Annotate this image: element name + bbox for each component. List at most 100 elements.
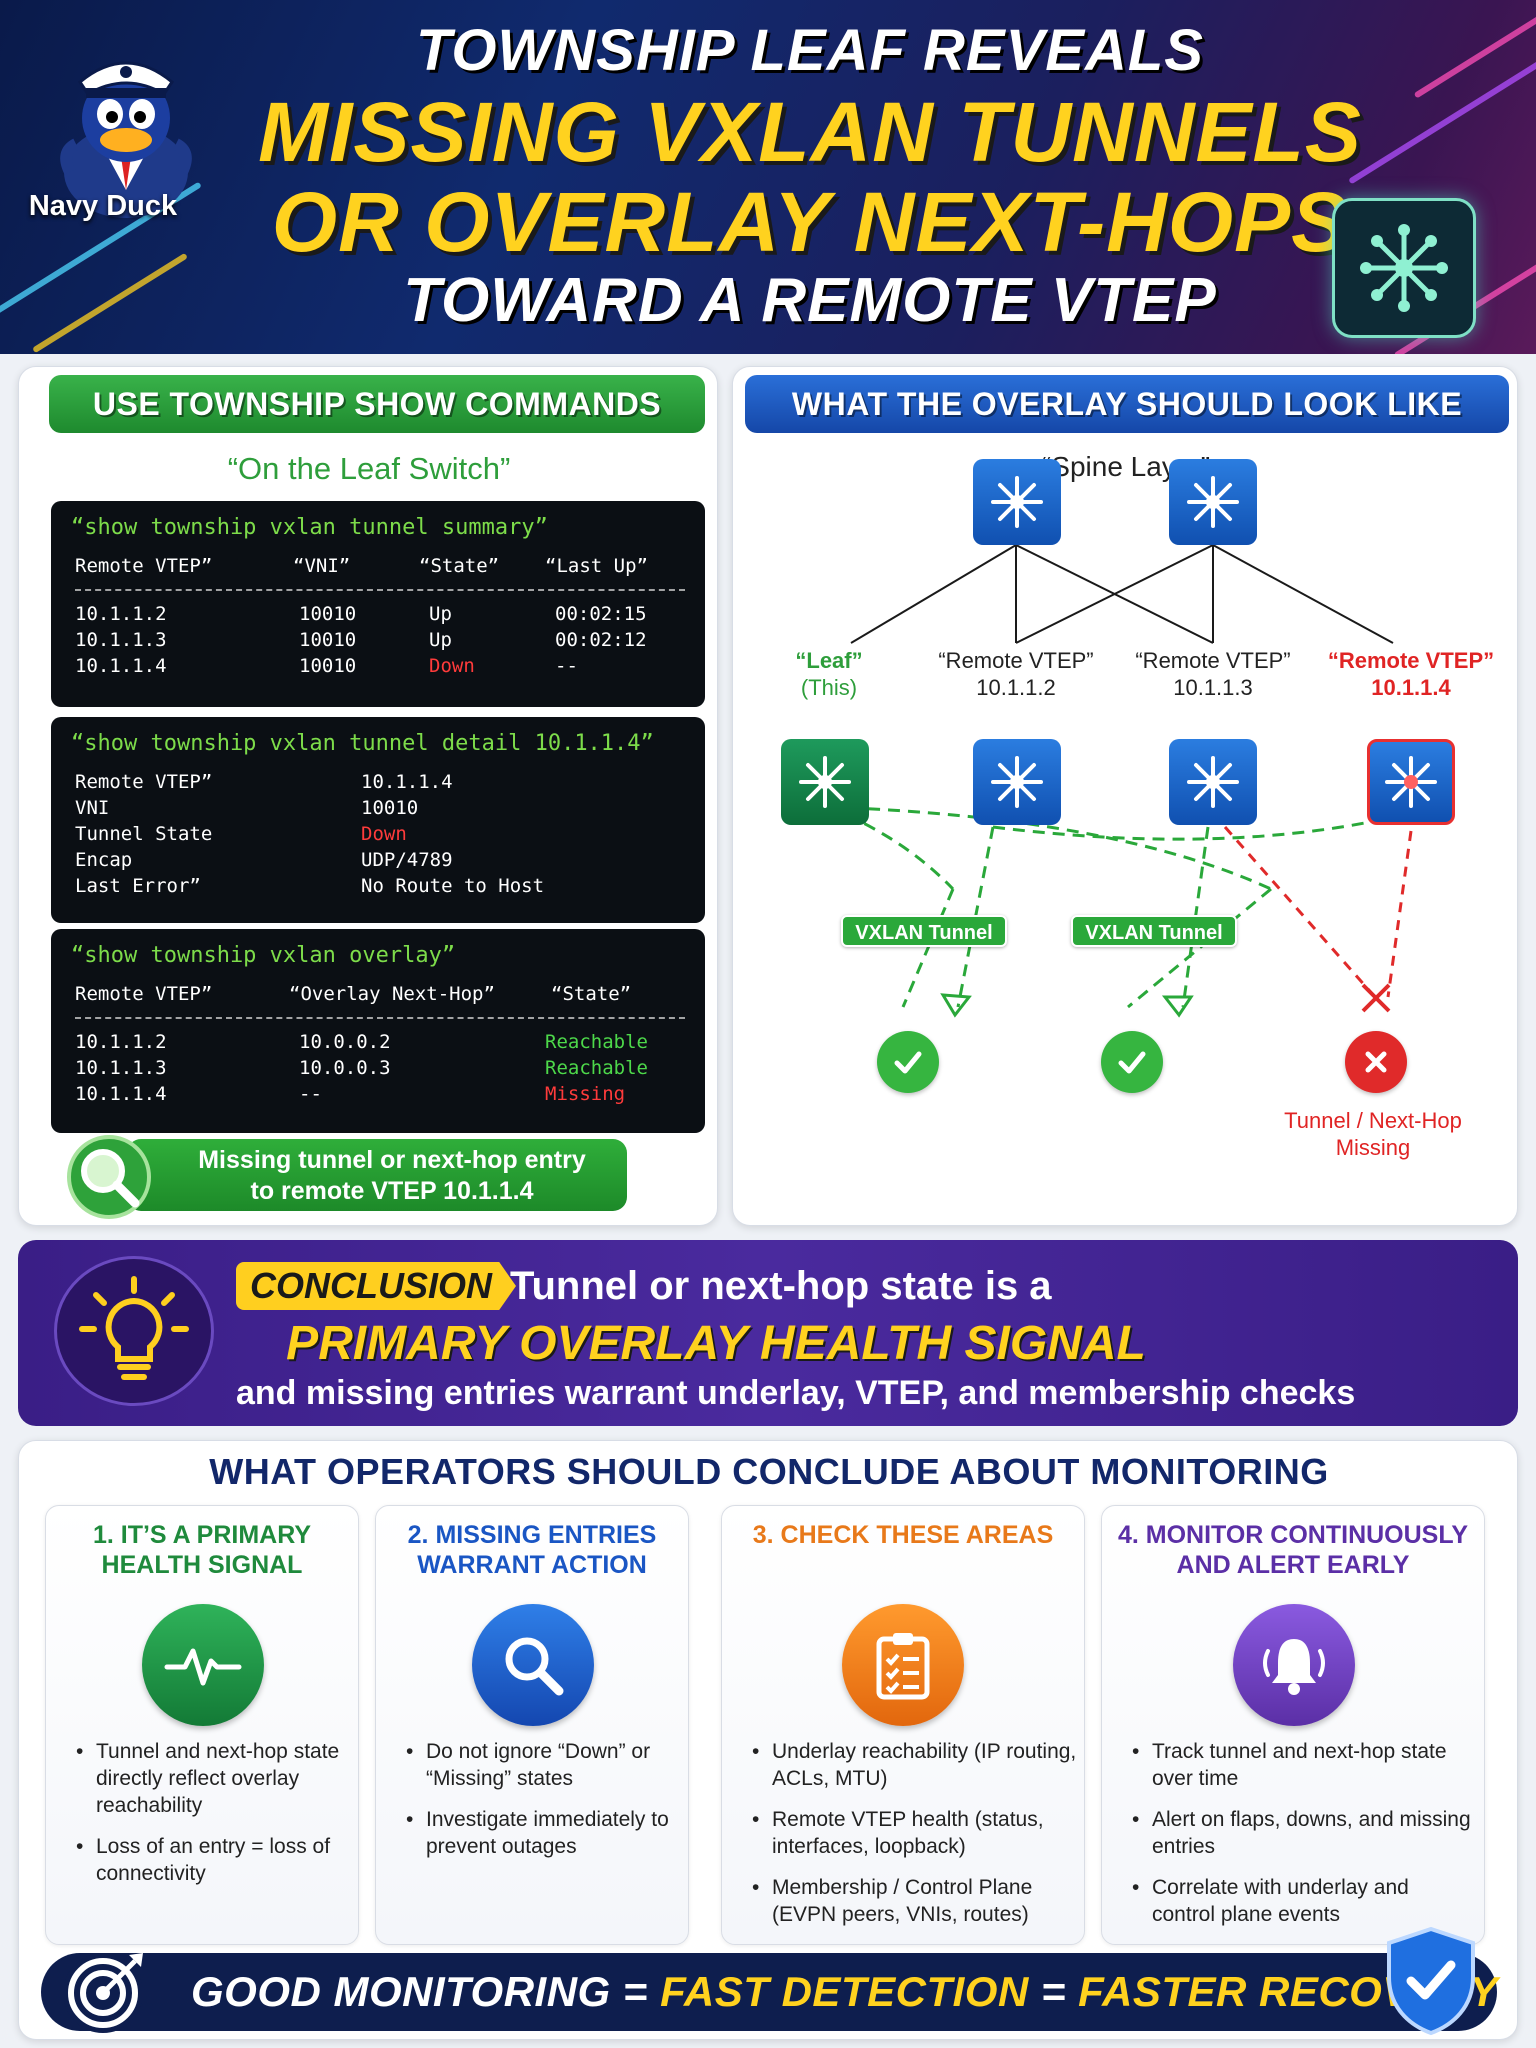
state-down-cell: Down [429, 655, 475, 677]
footer-part-2: FAST DETECTION [660, 1968, 1029, 2015]
headline-line-2: MISSING VXLAN TUNNELS [258, 85, 1362, 179]
monitoring-card-4: 4. MONITOR CONTINUOUSLY AND ALERT EARLY … [1101, 1505, 1485, 1945]
callout-line-1: Missing tunnel or next-hop entry [198, 1146, 586, 1174]
list-item: Track tunnel and next-hop state over tim… [1130, 1738, 1476, 1792]
table-cell: -- [299, 1083, 322, 1105]
column-header: “Overlay Next-Hop” [289, 983, 495, 1005]
list-item: Tunnel and next-hop state directly refle… [74, 1738, 356, 1819]
divider [75, 589, 685, 591]
vtep-ip: 10.1.1.3 [1173, 675, 1253, 700]
clipboard-checklist-icon [842, 1604, 964, 1726]
card-title-line: 1. IT’S A PRIMARY [92, 1521, 312, 1549]
table-cell: 10.1.1.3 [75, 1057, 167, 1079]
state-missing-cell: Missing [545, 1083, 626, 1105]
monitoring-card-1: 1. IT’S A PRIMARY HEALTH SIGNAL Tunnel a… [45, 1505, 359, 1945]
vtep-name: “Remote VTEP” [1135, 648, 1291, 673]
monitoring-title: WHAT OPERATORS SHOULD CONCLUDE ABOUT MON… [209, 1451, 1329, 1492]
check-icon [1101, 1031, 1163, 1093]
headline-line-3: OR OVERLAY NEXT-HOPS [271, 175, 1349, 269]
table-cell: -- [555, 655, 578, 677]
detail-value: 10.1.1.4 [361, 771, 453, 793]
detail-key: Remote VTEP” [75, 771, 213, 793]
remote-vtep-label-1: “Remote VTEP” 10.1.1.2 [916, 647, 1116, 701]
callout-line-2: to remote VTEP 10.1.1.4 [250, 1177, 534, 1205]
card-title-line: 4. MONITOR CONTINUOUSLY [1117, 1521, 1469, 1549]
column-header: “State” [551, 983, 632, 1005]
leaf-label-line-2: (This) [800, 675, 858, 700]
headline-line-4: TOWARD A REMOTE VTEP [403, 266, 1217, 335]
state-reachable-cell: Reachable [545, 1057, 648, 1079]
list-item: Membership / Control Plane (EVPN peers, … [750, 1874, 1086, 1928]
list-item: Investigate immediately to prevent outag… [404, 1806, 686, 1860]
list-item: Loss of an entry = loss of connectivity [74, 1833, 356, 1887]
card-title-line: HEALTH SIGNAL [101, 1551, 303, 1579]
list-item: Correlate with underlay and control plan… [1130, 1874, 1476, 1928]
overlay-terminal: “show township vxlan overlay” Remote VTE… [51, 929, 705, 1133]
card-bullets: Do not ignore “Down” or “Missing” states… [404, 1738, 686, 1874]
show-commands-banner: USE TOWNSHIP SHOW COMMANDS [49, 375, 705, 433]
detail-key: VNI [75, 797, 110, 819]
detail-value: 10010 [361, 797, 419, 819]
overlay-topology-diagram: “Spine Layer” [733, 437, 1519, 1217]
spine-switch-1 [973, 459, 1061, 545]
brand-name: Navy Duck [28, 190, 178, 222]
table-cell: 10.1.1.3 [75, 629, 167, 651]
vtep-name: “Remote VTEP” [1327, 648, 1495, 673]
list-item: Do not ignore “Down” or “Missing” states [404, 1738, 686, 1792]
list-item: Underlay reachability (IP routing, ACLs,… [750, 1738, 1086, 1792]
column-header: Remote VTEP” [75, 983, 213, 1005]
remote-vtep-node-1 [973, 739, 1061, 825]
card-title: 3. CHECK THESE AREAS [722, 1520, 1084, 1550]
headline-line-1: TOWNSHIP LEAF REVEALS [416, 18, 1204, 83]
network-hub-icon [1332, 198, 1476, 338]
column-header: “Last Up” [545, 555, 648, 577]
vtep-name: “Remote VTEP” [938, 648, 1094, 673]
card-title-line: 2. MISSING ENTRIES [407, 1521, 657, 1549]
card-title: 4. MONITOR CONTINUOUSLY AND ALERT EARLY [1102, 1520, 1484, 1580]
missing-entry-callout: Missing tunnel or next-hop entry to remo… [67, 1135, 627, 1219]
target-icon [63, 1953, 143, 2033]
table-cell: 00:02:15 [555, 603, 647, 625]
monitoring-card-3: 3. CHECK THESE AREAS Underlay reachabili… [721, 1505, 1085, 1945]
missing-label-line-1: Tunnel / Next-Hop [1284, 1108, 1462, 1133]
lightbulb-icon [54, 1256, 214, 1406]
card-bullets: Track tunnel and next-hop state over tim… [1130, 1738, 1476, 1942]
state-reachable-cell: Reachable [545, 1031, 648, 1053]
table-cell: 10010 [299, 655, 357, 677]
remote-vtep-node-2 [1169, 739, 1257, 825]
heartbeat-icon [142, 1604, 264, 1726]
vxlan-tunnel-badge-2: VXLAN Tunnel [1071, 915, 1237, 947]
detail-key: Encap [75, 849, 133, 871]
column-header: “State” [419, 555, 500, 577]
tunnel-detail-command: “show township vxlan tunnel detail 10.1.… [71, 731, 654, 756]
table-cell: 00:02:12 [555, 629, 647, 651]
detail-key: Tunnel State [75, 823, 213, 845]
conclusion-line-1: Tunnel or next-hop state is a [510, 1264, 1052, 1308]
header-banner: Navy Duck TOWNSHIP LEAF REVEALS MISSING … [0, 0, 1536, 354]
navy-duck-logo [60, 61, 192, 218]
footer-part-3: = [1028, 1968, 1079, 2015]
overlay-command: “show township vxlan overlay” [71, 943, 456, 968]
overlay-diagram-banner: WHAT THE OVERLAY SHOULD LOOK LIKE [745, 375, 1509, 433]
card-title: 2. MISSING ENTRIES WARRANT ACTION [376, 1520, 688, 1580]
vtep-ip: 10.1.1.4 [1371, 675, 1451, 700]
card-title-line: 3. CHECK THESE AREAS [752, 1521, 1054, 1549]
list-item: Alert on flaps, downs, and missing entri… [1130, 1806, 1476, 1860]
cross-icon [1345, 1031, 1407, 1093]
card-bullets: Tunnel and next-hop state directly refle… [74, 1738, 356, 1901]
shield-check-icon [1387, 1926, 1475, 2036]
remote-vtep-label-2: “Remote VTEP” 10.1.1.3 [1113, 647, 1313, 701]
column-header: Remote VTEP” [75, 555, 213, 577]
table-cell: 10.0.0.3 [299, 1057, 391, 1079]
show-commands-panel: USE TOWNSHIP SHOW COMMANDS “On the Leaf … [18, 366, 718, 1226]
conclusion-line-2: PRIMARY OVERLAY HEALTH SIGNAL [286, 1317, 1146, 1370]
remote-vtep-node-3 [1367, 739, 1455, 825]
magnifier-icon [67, 1135, 151, 1219]
check-icon [877, 1031, 939, 1093]
column-header: “VNI” [293, 555, 351, 577]
missing-entry-pill: Missing tunnel or next-hop entry to remo… [127, 1139, 627, 1211]
vxlan-tunnel-badge-1: VXLAN Tunnel [841, 915, 1007, 947]
conclusion-line-3: and missing entries warrant underlay, VT… [236, 1374, 1356, 1412]
missing-label-line-2: Missing [1335, 1135, 1411, 1160]
tunnel-summary-command: “show township vxlan tunnel summary” [71, 515, 548, 540]
